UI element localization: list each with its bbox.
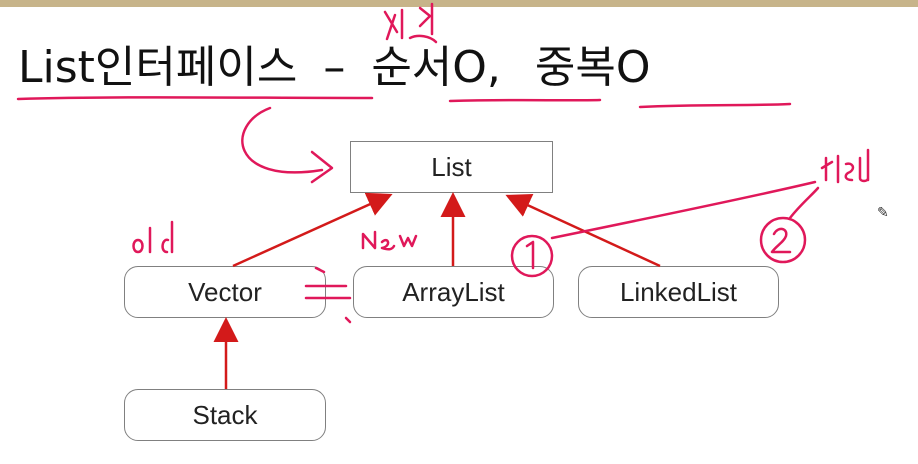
- ink-underline-order: [448, 98, 602, 103]
- stack-box: Stack: [124, 389, 326, 441]
- ink-scribble-storage: [383, 2, 438, 44]
- list-interface-box: List: [350, 141, 553, 193]
- ink-two-digit: [770, 227, 792, 254]
- ink-underline-title: [16, 96, 374, 101]
- ink-arrowhead-to-list: [310, 150, 334, 184]
- arraylist-label: ArrayList: [402, 276, 505, 307]
- arrow-vector-to-list: [232, 192, 393, 268]
- list-label: List: [431, 151, 472, 182]
- ink-one-digit: [525, 240, 535, 270]
- title-duplicate: 중복O: [534, 42, 651, 93]
- ink-curved-arrow-to-list: [241, 106, 324, 174]
- stack-label: Stack: [192, 399, 258, 430]
- vector-box: Vector: [124, 266, 326, 318]
- pencil-cursor-icon: ✎: [877, 205, 889, 221]
- title-order: 순서O,: [371, 42, 501, 93]
- title-dash: –: [323, 42, 346, 93]
- ink-circle-two: [759, 216, 807, 264]
- ink-new-label: [361, 230, 418, 251]
- linkedlist-box: LinkedList: [578, 266, 779, 318]
- linkedlist-label: LinkedList: [619, 276, 738, 307]
- top-accent-bar: [0, 0, 918, 7]
- ink-line-to-one: [550, 180, 817, 240]
- arraylist-box: ArrayList: [353, 266, 554, 318]
- ink-underline-dup: [638, 102, 792, 109]
- ink-old-label: [132, 220, 174, 254]
- slide-title: List인터페이스 – 순서O, 중복O: [18, 38, 651, 98]
- ink-core-label: [820, 148, 870, 184]
- vector-label: Vector: [188, 276, 262, 307]
- ink-line-to-two: [788, 186, 820, 220]
- title-main: List인터페이스: [18, 42, 298, 93]
- ink-circle-one: [510, 234, 554, 278]
- ink-equal-marks: [304, 266, 352, 324]
